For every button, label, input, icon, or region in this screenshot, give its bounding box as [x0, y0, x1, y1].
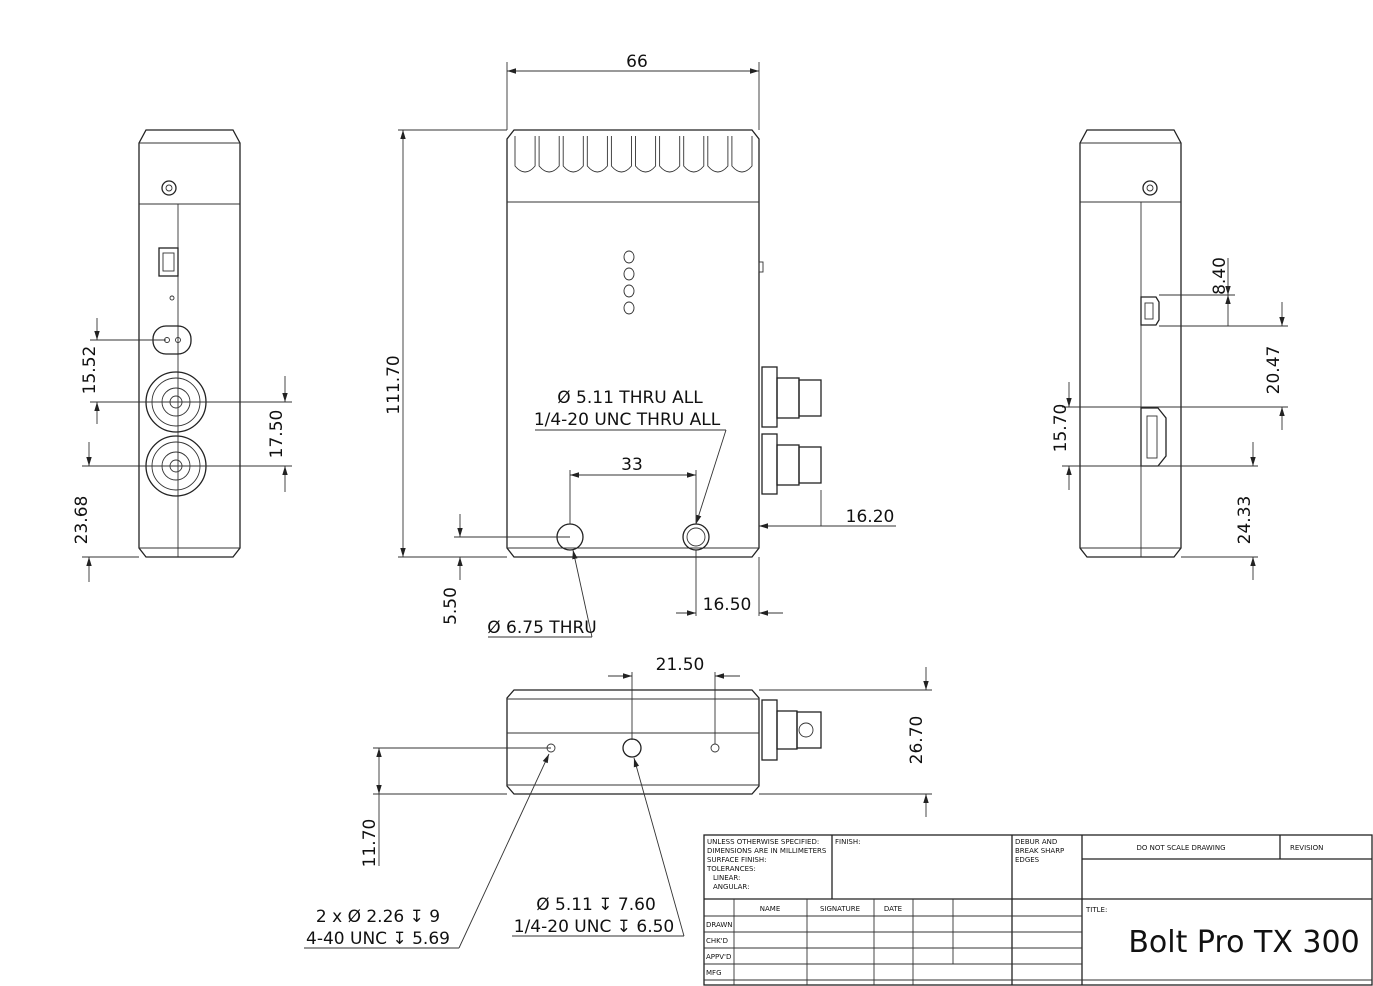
dim-26-70: 26.70	[907, 716, 927, 765]
front-view	[506, 129, 822, 558]
debur-note-1: DEBUR AND	[1015, 838, 1057, 846]
hole-note-2: 1/4-20 UNC THRU ALL	[534, 410, 721, 430]
dim-16-50: 16.50	[703, 595, 752, 615]
debur-note-3: EDGES	[1015, 856, 1040, 864]
finish-label: FINISH:	[835, 838, 860, 846]
dim-21-50: 21.50	[656, 655, 705, 675]
dim-111-70: 111.70	[384, 355, 404, 414]
right-view-dimensions: 8.40 20.47 15.70 24.33	[1051, 257, 1288, 580]
general-note-2: DIMENSIONS ARE IN MILLIMETERS	[707, 847, 827, 855]
hole-note-1: Ø 5.11 THRU ALL	[557, 388, 703, 408]
general-note-5: LINEAR:	[713, 874, 740, 882]
row-drawn: DRAWN	[706, 921, 733, 929]
left-side-view	[138, 129, 241, 558]
heatsink-fin	[635, 136, 657, 173]
dim-16-20: 16.20	[846, 507, 895, 527]
general-note-1: UNLESS OTHERWISE SPECIFIED:	[707, 838, 819, 846]
col-date: DATE	[884, 905, 902, 913]
title-block: UNLESS OTHERWISE SPECIFIED: DIMENSIONS A…	[703, 834, 1373, 986]
heatsink-fin	[610, 136, 632, 173]
front-view-dimensions: 66 111.70 Ø 5.11 THRU ALL 1/4-20 UNC THR…	[384, 52, 896, 638]
heatsink-fin	[731, 136, 753, 173]
row-mfg: MFG	[706, 969, 722, 977]
hole-6-75-note: Ø 6.75 THRU	[487, 618, 596, 638]
title-label: TITLE:	[1085, 906, 1107, 914]
dim-24-33: 24.33	[1235, 496, 1255, 545]
bottom-note-a1: 2 x Ø 2.26 ↧ 9	[316, 907, 440, 927]
bottom-note-b2: 1/4-20 UNC ↧ 6.50	[514, 917, 674, 937]
heatsink-fins	[514, 136, 753, 173]
dim-17-50: 17.50	[267, 410, 287, 459]
bottom-note-b1: Ø 5.11 ↧ 7.60	[536, 895, 656, 915]
col-signature: SIGNATURE	[820, 905, 860, 913]
bottom-view-dimensions: 21.50 26.70 11.70 2 x Ø 2.26 ↧ 9 4-40 UN…	[304, 655, 932, 949]
heatsink-fin	[562, 136, 584, 173]
row-appvd: APPV'D	[706, 953, 731, 961]
left-view-dimensions: 15.52 17.50 23.68	[72, 318, 292, 582]
bottom-view	[506, 689, 822, 795]
dim-15-52: 15.52	[80, 346, 100, 395]
heatsink-fin	[586, 136, 608, 173]
dim-15-70: 15.70	[1051, 404, 1071, 453]
drawing-title: Bolt Pro TX 300	[1128, 925, 1359, 960]
revision-label: REVISION	[1290, 844, 1323, 852]
dim-11-70: 11.70	[360, 819, 380, 868]
general-note-4: TOLERANCES:	[706, 865, 756, 873]
right-side-view	[1079, 129, 1182, 558]
general-note-6: ANGULAR:	[713, 883, 749, 891]
heatsink-fin	[707, 136, 729, 173]
col-name: NAME	[760, 905, 781, 913]
heatsink-fin	[683, 136, 705, 173]
dim-33: 33	[621, 455, 643, 475]
do-not-scale: DO NOT SCALE DRAWING	[1136, 844, 1225, 852]
dim-5-50: 5.50	[441, 587, 461, 625]
general-note-3: SURFACE FINISH:	[707, 856, 766, 864]
bnc-connectors-side	[761, 366, 822, 495]
dim-66: 66	[626, 52, 648, 72]
heatsink-fin	[659, 136, 681, 173]
dim-20-47: 20.47	[1264, 346, 1284, 395]
dim-8-40: 8.40	[1210, 257, 1230, 295]
debur-note-2: BREAK SHARP	[1015, 847, 1064, 855]
led-indicators	[623, 250, 635, 315]
row-chkd: CHK'D	[706, 937, 728, 945]
dim-23-68: 23.68	[72, 496, 92, 545]
heatsink-fin	[514, 136, 536, 173]
heatsink-fin	[538, 136, 560, 173]
bottom-note-a2: 4-40 UNC ↧ 5.69	[306, 929, 450, 949]
